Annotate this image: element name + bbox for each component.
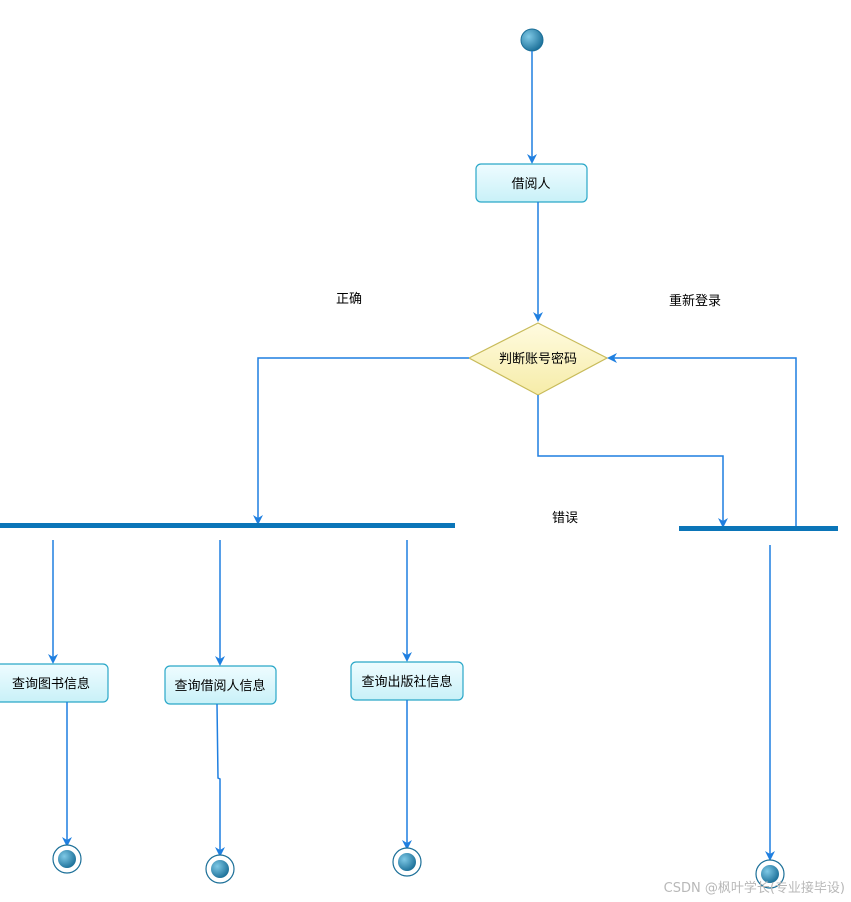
edge-decision-to-right-bar — [537, 395, 728, 528]
end-node-books — [52, 844, 82, 874]
activity-borrower-label: 借阅人 — [511, 177, 550, 192]
activity-query-books: 查询图书信息 — [0, 663, 109, 703]
end-node-borrowers — [205, 854, 235, 884]
activity-query-books-label: 查询图书信息 — [12, 676, 90, 692]
activity-query-publishers-label: 查询出版社信息 — [361, 674, 452, 690]
edge-query-borrowers-to-end — [215, 703, 225, 857]
activity-query-borrowers-label: 查询借阅人信息 — [174, 678, 265, 694]
decision-check-credentials: 判断账号密码 — [467, 322, 609, 396]
label-correct: 正确 — [336, 292, 362, 307]
label-error: 错误 — [552, 511, 578, 526]
start-node — [520, 28, 544, 52]
activity-query-publishers: 查询出版社信息 — [350, 661, 464, 701]
label-relogin: 重新登录 — [669, 293, 721, 309]
edge-decision-to-left-fork — [253, 357, 469, 525]
fork-bar-left — [0, 523, 455, 528]
edge-relogin-to-decision — [607, 353, 797, 527]
end-node-publishers — [392, 847, 422, 877]
activity-query-borrowers: 查询借阅人信息 — [164, 665, 277, 705]
end-node-error — [755, 859, 785, 889]
activity-borrower: 借阅人 — [475, 163, 588, 203]
watermark: CSDN @枫叶学长(专业接毕设) — [663, 881, 845, 896]
fork-bar-right — [679, 526, 838, 531]
decision-label: 判断账号密码 — [499, 351, 577, 367]
